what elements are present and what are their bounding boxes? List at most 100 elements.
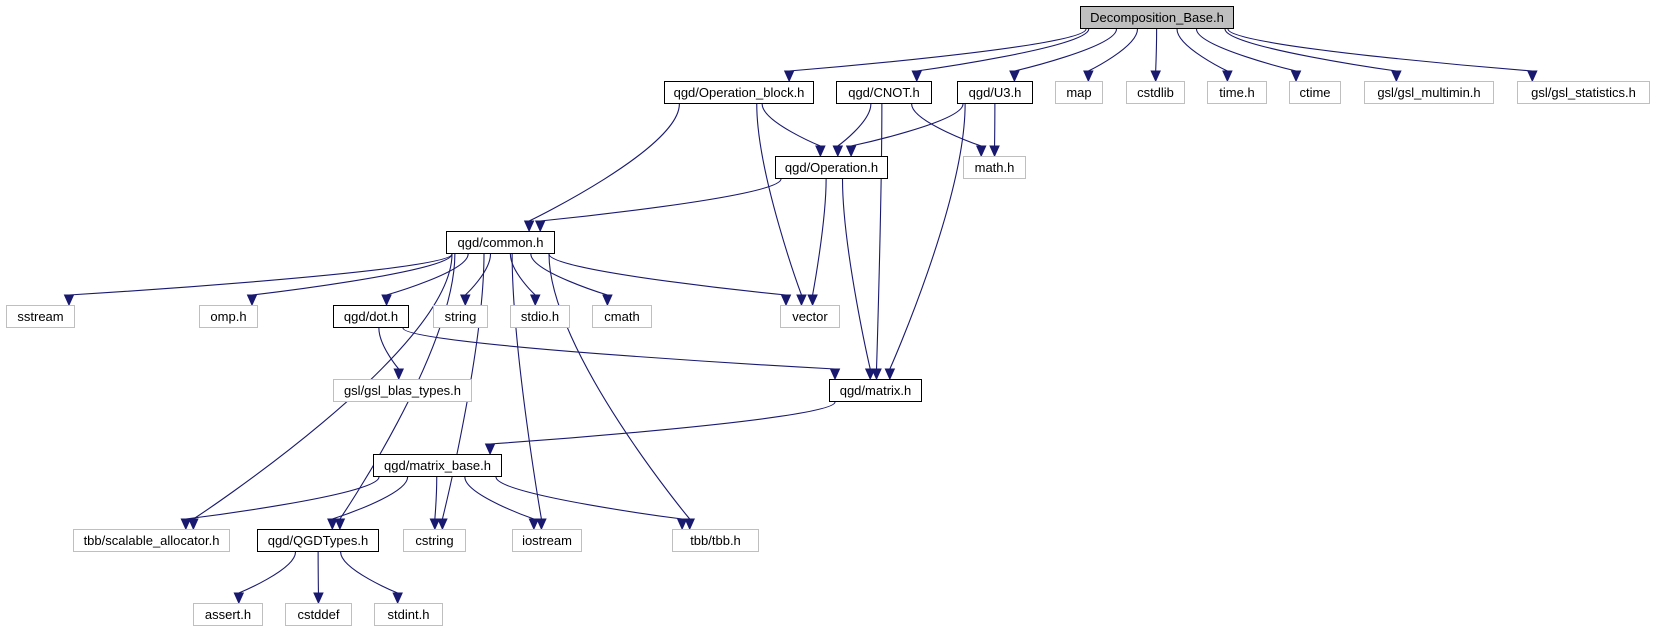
- arrowhead-matrix_base_h-to-cstring: [429, 518, 441, 531]
- edge-cnot_h-to-operation_h: [837, 103, 872, 147]
- node-qgd-operation-h[interactable]: qgd/Operation.h: [775, 156, 888, 179]
- node-qgd-matrix-h[interactable]: qgd/matrix.h: [829, 379, 922, 402]
- node-tbb-scalable-allocator-h[interactable]: tbb/scalable_allocator.h: [73, 529, 230, 552]
- arrowhead-operation_h-to-vector: [807, 294, 818, 307]
- node-omp-h[interactable]: omp.h: [199, 305, 258, 328]
- node-qgd-qgdtypes-h[interactable]: qgd/QGDTypes.h: [257, 529, 379, 552]
- arrowhead-common_h-to-string: [460, 294, 471, 307]
- edge-common_h-to-iostream: [511, 253, 542, 520]
- arrowhead-common_h-to-omp_h: [246, 294, 258, 307]
- node-assert-h[interactable]: assert.h: [193, 603, 263, 626]
- arrowhead-common_h-to-dot_h: [381, 294, 392, 307]
- arrowhead-matrix_base_h-to-qgdtypes_h: [327, 518, 338, 531]
- edge-common_h-to-omp_h: [251, 253, 453, 296]
- node-sstream[interactable]: sstream: [6, 305, 75, 328]
- arrowhead-decomposition_base_h-to-ctime: [1290, 70, 1302, 83]
- edge-operation_h-to-vector: [812, 178, 827, 296]
- arrowhead-matrix_base_h-to-tbb_tbb_h: [676, 518, 688, 531]
- node-qgd-u3-h[interactable]: qgd/U3.h: [957, 81, 1033, 104]
- edge-decomposition_base_h-to-operation_block_h: [789, 28, 1087, 72]
- edge-common_h-to-string: [464, 253, 492, 296]
- edge-common_h-to-stdio_h: [509, 253, 536, 296]
- arrowhead-common_h-to-tbb_scalable_allocator_h: [188, 518, 199, 531]
- node-tbb-tbb-h[interactable]: tbb/tbb.h: [672, 529, 759, 552]
- node-ctime[interactable]: ctime: [1289, 81, 1341, 104]
- node-decomposition-base-h[interactable]: Decomposition_Base.h: [1080, 6, 1234, 29]
- edge-matrix_base_h-to-iostream: [464, 476, 535, 520]
- arrowhead-dot_h-to-matrix_h: [829, 368, 841, 381]
- arrowhead-decomposition_base_h-to-cnot_h: [911, 70, 923, 83]
- edge-cnot_h-to-matrix_h: [875, 103, 883, 370]
- node-gsl-blas-types-h[interactable]: gsl/gsl_blas_types.h: [333, 379, 472, 402]
- edge-decomposition_base_h-to-ctime: [1195, 28, 1297, 72]
- edge-u3_h-to-operation_h: [851, 103, 964, 147]
- edge-common_h-to-vector: [548, 253, 787, 296]
- arrowhead-operation_h-to-matrix_h: [864, 368, 876, 381]
- arrowhead-cnot_h-to-operation_h: [832, 145, 844, 158]
- node-gsl-statistics-h[interactable]: gsl/gsl_statistics.h: [1517, 81, 1650, 104]
- edge-dot_h-to-matrix_h: [402, 327, 836, 370]
- arrowhead-decomposition_base_h-to-time_h: [1222, 70, 1233, 83]
- edge-u3_h-to-matrix_h: [889, 103, 966, 370]
- node-cmath[interactable]: cmath: [592, 305, 652, 328]
- node-cstddef[interactable]: cstddef: [285, 603, 352, 626]
- node-string[interactable]: string: [433, 305, 488, 328]
- node-qgd-matrix-base-h[interactable]: qgd/matrix_base.h: [373, 454, 502, 477]
- edge-decomposition_base_h-to-map: [1088, 28, 1139, 72]
- arrowhead-matrix_base_h-to-tbb_scalable_allocator_h: [180, 518, 192, 531]
- edge-common_h-to-tbb_tbb_h: [548, 253, 691, 520]
- edge-operation_h-to-matrix_h: [841, 178, 871, 370]
- node-qgd-cnot-h[interactable]: qgd/CNOT.h: [836, 81, 932, 104]
- arrowhead-u3_h-to-math_h: [989, 145, 1000, 158]
- edge-common_h-to-qgdtypes_h: [339, 253, 456, 520]
- arrowhead-common_h-to-iostream: [536, 518, 547, 531]
- node-stdio-h[interactable]: stdio.h: [510, 305, 570, 328]
- arrowhead-qgdtypes_h-to-cstddef: [313, 592, 324, 605]
- arrowhead-common_h-to-qgdtypes_h: [334, 518, 346, 531]
- node-iostream[interactable]: iostream: [512, 529, 582, 552]
- edge-qgdtypes_h-to-assert_h: [238, 551, 297, 594]
- node-vector[interactable]: vector: [780, 305, 840, 328]
- arrowhead-common_h-to-tbb_tbb_h: [684, 518, 695, 531]
- arrowhead-operation_h-to-common_h: [534, 220, 546, 233]
- arrowhead-common_h-to-cmath: [602, 294, 613, 307]
- arrowhead-dot_h-to-gsl_blas_types_h: [393, 368, 404, 381]
- node-qgd-common-h[interactable]: qgd/common.h: [446, 231, 555, 254]
- arrowhead-matrix_base_h-to-iostream: [528, 518, 540, 531]
- arrowhead-qgdtypes_h-to-assert_h: [233, 592, 245, 605]
- edge-decomposition_base_h-to-gsl_multimin_h: [1224, 28, 1397, 72]
- edge-decomposition_base_h-to-cstdlib: [1155, 28, 1158, 72]
- edge-common_h-to-sstream: [68, 253, 453, 296]
- arrowhead-decomposition_base_h-to-gsl_multimin_h: [1391, 70, 1402, 83]
- arrowhead-common_h-to-vector: [780, 294, 792, 307]
- edge-matrix_base_h-to-tbb_scalable_allocator_h: [185, 476, 380, 520]
- edge-common_h-to-tbb_scalable_allocator_h: [193, 253, 453, 520]
- node-map[interactable]: map: [1055, 81, 1103, 104]
- edge-decomposition_base_h-to-time_h: [1176, 28, 1228, 72]
- node-math-h[interactable]: math.h: [963, 156, 1026, 179]
- node-stdint-h[interactable]: stdint.h: [374, 603, 443, 626]
- edge-operation_block_h-to-operation_h: [761, 103, 821, 147]
- arrowhead-cnot_h-to-matrix_h: [871, 368, 882, 381]
- node-gsl-multimin-h[interactable]: gsl/gsl_multimin.h: [1364, 81, 1494, 104]
- arrowhead-cnot_h-to-math_h: [975, 145, 987, 158]
- arrowhead-decomposition_base_h-to-map: [1083, 70, 1094, 83]
- arrowhead-operation_block_h-to-common_h: [523, 220, 535, 233]
- node-cstdlib[interactable]: cstdlib: [1126, 81, 1185, 104]
- edge-decomposition_base_h-to-u3_h: [1014, 28, 1118, 72]
- arrowhead-decomposition_base_h-to-gsl_statistics_h: [1527, 70, 1538, 83]
- node-qgd-operation-block-h[interactable]: qgd/Operation_block.h: [664, 81, 814, 104]
- edge-matrix_base_h-to-qgdtypes_h: [332, 476, 409, 520]
- edge-matrix_h-to-matrix_base_h: [490, 401, 836, 445]
- edge-operation_block_h-to-vector: [756, 103, 802, 296]
- arrowhead-matrix_h-to-matrix_base_h: [484, 443, 496, 456]
- edge-decomposition_base_h-to-cnot_h: [916, 28, 1090, 72]
- arrowhead-operation_block_h-to-vector: [796, 294, 807, 307]
- edge-operation_h-to-common_h: [540, 178, 782, 222]
- node-qgd-dot-h[interactable]: qgd/dot.h: [333, 305, 409, 328]
- arrowhead-common_h-to-stdio_h: [529, 294, 541, 307]
- arrowhead-common_h-to-cstring: [437, 518, 448, 531]
- node-time-h[interactable]: time.h: [1207, 81, 1267, 104]
- node-cstring[interactable]: cstring: [403, 529, 466, 552]
